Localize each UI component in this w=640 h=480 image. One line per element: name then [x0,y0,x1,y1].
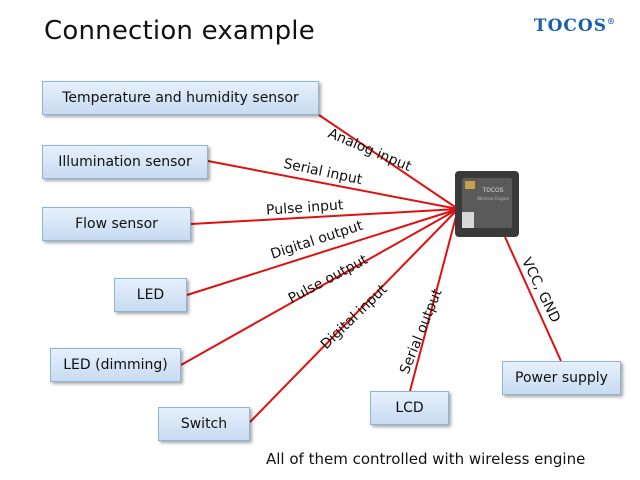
led-box: LED [114,278,187,312]
connection-wires [180,114,562,423]
wire-led [186,208,459,296]
wire-illumination-sensor [207,160,459,210]
flow-sensor-box: Flow sensor [42,207,191,241]
connection-label: Digital output [269,218,366,263]
device-label: LED (dimming) [63,357,168,373]
led-dimming-box: LED (dimming) [50,348,181,382]
wire-power-supply [504,236,562,362]
power-supply-box: Power supply [502,361,621,395]
logo-text: TOCOS [533,16,607,36]
device-label: Switch [180,416,228,432]
module-text: Wireless Engine [477,196,509,201]
lcd-box: LCD [370,391,449,425]
connection-label: Serial output [397,286,446,376]
connection-label: Digital input [318,281,391,353]
tocos-logo: TOCOS® [534,16,616,36]
device-label: Temperature and humidity sensor [62,90,299,106]
wire-led-dimming [180,208,459,366]
wire-temp-humidity-sensor [318,114,459,210]
page-title: Connection example [44,16,315,46]
registered-mark: ® [607,16,616,26]
wire-switch [249,208,459,423]
temp-humidity-sensor-box: Temperature and humidity sensor [42,81,319,115]
device-label: Power supply [515,370,608,386]
module-brand: TOCOS [481,187,503,194]
wire-flow-sensor [190,208,459,225]
connection-label: Pulse input [266,197,345,218]
device-label: LCD [395,400,424,416]
device-label: Flow sensor [75,216,158,232]
device-label: LED [136,287,165,303]
illumination-sensor-box: Illumination sensor [42,145,208,179]
module-pad [465,181,475,189]
module-antenna [462,212,474,228]
wire-lcd [409,208,459,392]
wireless-module: TOCOS Wireless Engine [455,171,519,237]
module-chip [462,178,512,228]
footer-caption: All of them controlled with wireless eng… [266,450,586,468]
switch-box: Switch [158,407,250,441]
device-label: Illumination sensor [58,154,192,170]
